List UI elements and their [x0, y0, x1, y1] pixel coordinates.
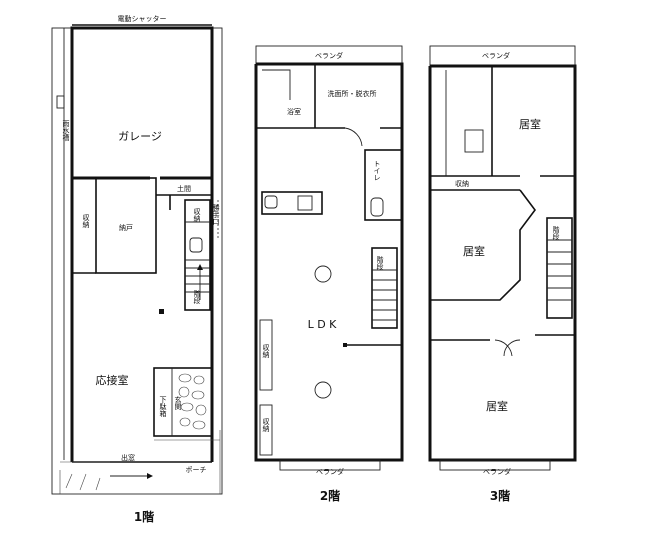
floor-3-outer-wall: [428, 64, 577, 462]
floor-3-plan: ベランダ 居室 収納 居室 階段 居室 ベランダ 3階: [428, 45, 577, 503]
ldk-label: L D K: [308, 318, 338, 331]
floor-3-room-s-label: 居室: [486, 399, 508, 413]
floor-1-label: 1階: [134, 509, 154, 524]
rain-tank-label: 雨水槽: [62, 120, 70, 142]
floor-3-room-mid-label: 居室: [463, 244, 485, 258]
kitchen-counter: [261, 191, 323, 215]
floor-2-veranda-top-label: ベランダ: [315, 51, 343, 60]
reception-room-label: 応接室: [96, 373, 129, 387]
entrance-walls: [153, 367, 213, 437]
doma-label: 土間: [177, 184, 191, 193]
back-door-label: 勝手口: [212, 203, 220, 225]
shutter-label: 電動シャッター: [118, 14, 167, 23]
floor-2-outer-wall: [254, 62, 404, 462]
floor-2-stairs-label: 階段: [376, 255, 384, 271]
floor-2-label: 2階: [320, 488, 340, 503]
washroom-label: 洗面所・脱衣所: [328, 89, 377, 98]
floor-1-plan: 電動シャッター ガレージ 雨水槽 納戸 収納 土間 勝手口 収納 階段 応接室 …: [51, 14, 223, 524]
floor-2-closet-b-label: 収納: [262, 418, 270, 433]
toilet-label: トイレ: [373, 160, 381, 181]
storage-label: 納戸: [119, 223, 133, 232]
floor-2-veranda-bottom: [279, 459, 381, 471]
shoe-box-label: 下駄箱: [159, 396, 167, 418]
floor-3-label: 3階: [490, 488, 510, 503]
floor-3-veranda-top-label: ベランダ: [482, 51, 510, 60]
porch-label: ポーチ: [186, 466, 207, 474]
bath-label: 浴室: [287, 107, 301, 116]
floor-2-stairs: [371, 247, 398, 329]
storage-room-walls: [95, 177, 157, 274]
entrance-label: 玄関: [174, 395, 182, 411]
floor-3-stairs: [546, 217, 573, 319]
floor-1-closet-label: 収納: [82, 214, 90, 229]
bay-window-label: 出窓: [121, 453, 135, 462]
floor-2-plan: ベランダ 浴室 洗面所・脱衣所 トイレ 階段 L D K 収納 収納 ベランダ …: [254, 45, 404, 503]
floor-3-closet-label: 収納: [455, 179, 469, 188]
floor-1-outer-wall: [70, 26, 214, 462]
floor-1-stair-column: [184, 199, 211, 311]
floor-3-stairs-label: 階段: [552, 225, 560, 241]
floor-1-closet-v-label: 収納: [193, 208, 201, 223]
floor-3-veranda-bottom: [439, 459, 551, 471]
floor-1-site-outline: [51, 27, 223, 495]
floor-1-stairs-label: 階段: [193, 289, 201, 305]
floor-2-veranda-bottom-label: ベランダ: [316, 467, 344, 476]
floor-2-closet-a-label: 収納: [262, 344, 270, 359]
floor-3-veranda-bottom-label: ベランダ: [483, 467, 511, 476]
floor-3-room-ne-label: 居室: [519, 117, 541, 131]
garage-label: ガレージ: [118, 130, 162, 143]
toilet-walls: [364, 149, 403, 221]
